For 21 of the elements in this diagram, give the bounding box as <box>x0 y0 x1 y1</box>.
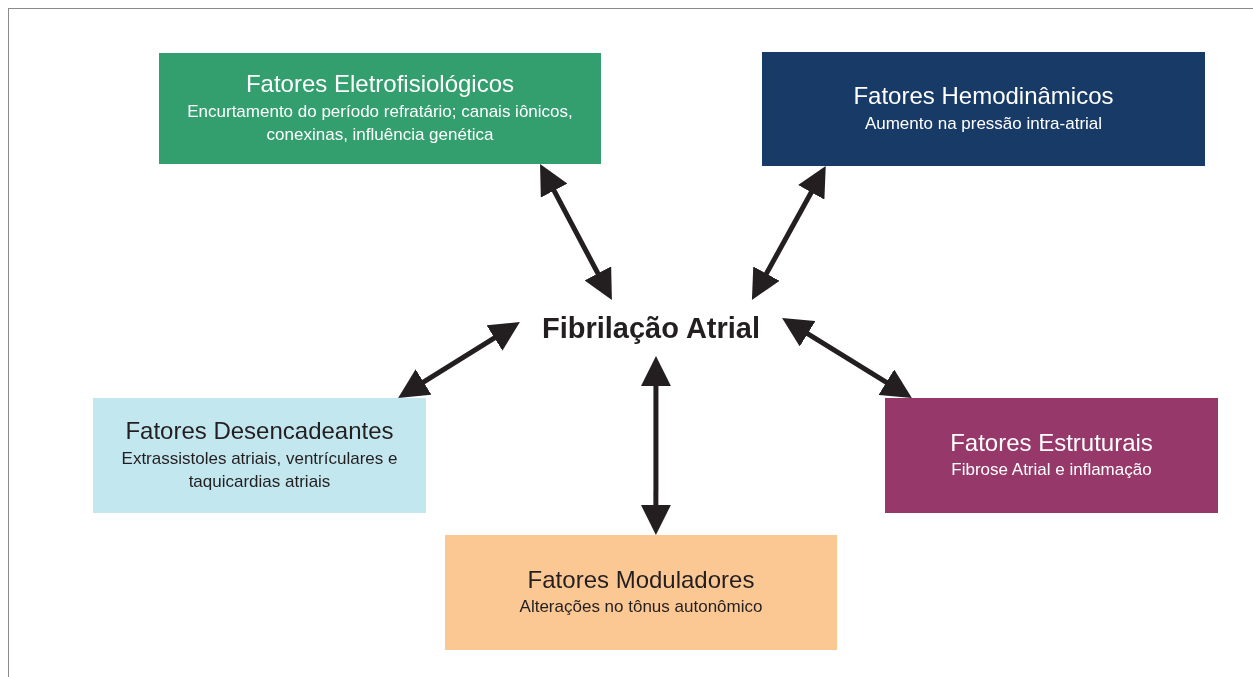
factor-box <box>159 53 601 164</box>
double-arrow <box>398 322 520 398</box>
box-title: Fatores Hemodinâmicos <box>853 82 1114 111</box>
box-description: Alterações no tônus autonômico <box>519 596 763 619</box>
double-arrow <box>751 166 826 300</box>
center-label: Fibrilação Atrial <box>520 300 782 356</box>
double-arrow <box>540 164 612 300</box>
box-description: Extrassistoles atriais, ventrículares e taquicardias atriais <box>120 447 399 493</box>
box-title: Fatores Estruturais <box>950 428 1153 458</box>
factor-box <box>762 52 1205 166</box>
box-description: Encurtamento do período refratário; canais iônicos, conexinas, influência genética <box>186 100 574 146</box>
box-title: Fatores Desencadeantes <box>125 417 394 446</box>
box-title: Fatores Moduladores <box>527 565 755 595</box>
double-arrow <box>640 356 671 535</box>
double-arrow <box>782 318 912 398</box>
box-description: Fibrose Atrial e inflamação <box>951 459 1152 482</box>
factor-box <box>93 398 426 513</box>
box-title: Fatores Eletrofisiológicos <box>245 70 515 99</box>
factor-box <box>445 535 837 650</box>
box-description: Aumento na pressão intra-atrial <box>864 112 1103 135</box>
factor-box <box>885 398 1218 513</box>
